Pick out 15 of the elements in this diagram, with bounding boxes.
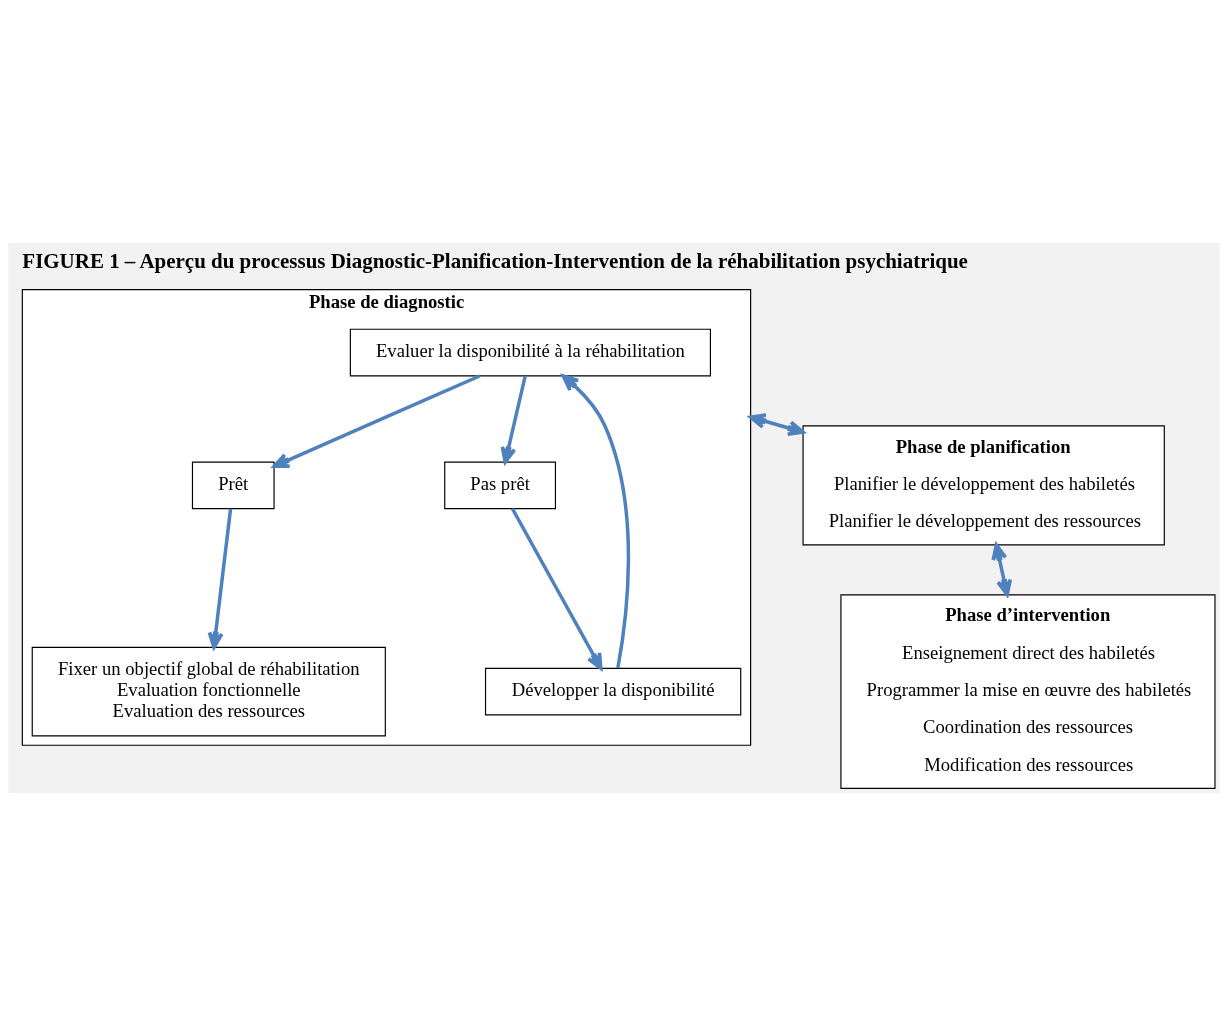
arrow bbox=[500, 375, 527, 464]
arrow bbox=[991, 543, 1013, 597]
arrow bbox=[207, 508, 233, 650]
diagram-title: FIGURE 1 – Aperçu du processus Diagnostic-Planification-Intervention de la réhabilitation psychiatrique bbox=[22, 248, 968, 273]
node-box: Pas prêt bbox=[444, 461, 557, 510]
node-box: Fixer un objectif global de réhabilitation Evaluation fonctionnelle Evaluation des ressources bbox=[31, 646, 386, 737]
arrow bbox=[510, 507, 603, 670]
node-box: Phase d’intervention Enseignement direct des habiletés Programmer la mise en œuvre des habiletés Coordination des ressources Modification des ressources bbox=[840, 594, 1216, 789]
arrow bbox=[561, 374, 631, 669]
node-box: Evaluer la disponibilité à la réhabilitation bbox=[349, 328, 711, 377]
arrow bbox=[748, 413, 805, 437]
arrow bbox=[272, 374, 481, 469]
node-box: Développer la disponibilité bbox=[484, 667, 742, 716]
node-box: Prêt bbox=[191, 461, 275, 510]
node-box: Phase de planification Planifier le développement des habiletés Planifier le développement des ressources bbox=[802, 425, 1165, 546]
